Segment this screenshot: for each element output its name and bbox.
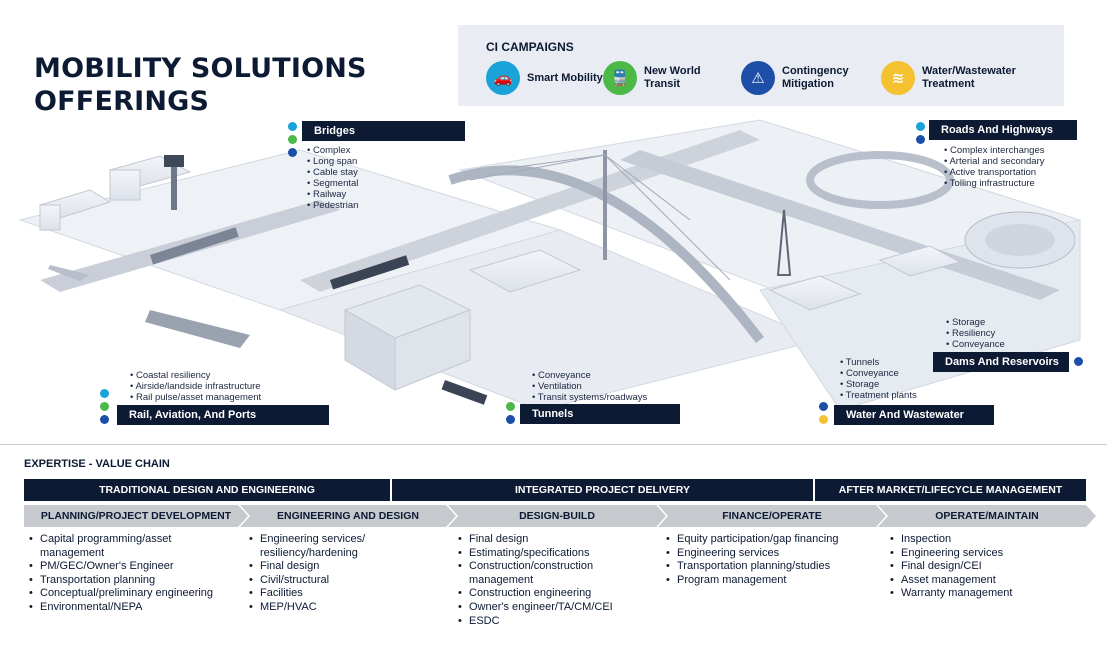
tag-bridges: Bridges	[302, 121, 465, 141]
bridges-campaign-dots	[288, 122, 297, 157]
tag-water-and-wastewater: Water And Wastewater	[834, 405, 994, 425]
rail-campaign-dots	[100, 389, 109, 424]
section-divider	[0, 444, 1107, 445]
warning-icon: ⚠	[741, 61, 775, 95]
page-title: MOBILITY SOLUTIONS OFFERINGS	[34, 53, 367, 117]
column-design-build: Final designEstimating/specificationsCon…	[458, 533, 658, 628]
roads-campaign-dots	[916, 122, 925, 144]
city-infrastructure-illustration	[18, 119, 1082, 411]
tunnels-campaign-dots	[506, 402, 515, 424]
roads-list: Complex interchangesArterial and seconda…	[944, 145, 1044, 189]
campaign-smart-mobility: 🚗 Smart Mobility	[486, 61, 617, 95]
water-waves-icon: ≋	[881, 61, 915, 95]
tunnels-list: ConveyanceVentilationTransit systems/roa…	[532, 370, 647, 403]
tag-dams-and-reservoirs: Dams And Reservoirs	[933, 352, 1069, 372]
tag-roads-and-highways: Roads And Highways	[929, 120, 1077, 140]
stage-finance-operate: FINANCE/OPERATE	[658, 505, 886, 527]
stage-planning: PLANNING/PROJECT DEVELOPMENT	[24, 505, 248, 527]
dams-list: StorageResiliencyConveyance	[946, 317, 1005, 350]
stage-operate-maintain: OPERATE/MAINTAIN	[878, 505, 1096, 527]
stage-design-build: DESIGN-BUILD	[448, 505, 666, 527]
column-finance-operate: Equity participation/gap financingEngine…	[666, 533, 881, 587]
campaign-water-treatment: ≋ Water/Wastewater Treatment	[881, 61, 1032, 95]
stage-engineering-design: ENGINEERING AND DESIGN	[240, 505, 456, 527]
column-operate-maintain: InspectionEngineering servicesFinal desi…	[890, 533, 1090, 601]
water-list: TunnelsConveyance StorageTreatment plant…	[840, 357, 917, 401]
tag-tunnels: Tunnels	[520, 404, 680, 424]
campaign-contingency-mitigation: ⚠ Contingency Mitigation	[741, 61, 872, 95]
campaigns-heading: CI CAMPAIGNS	[486, 40, 574, 54]
dams-campaign-dots	[1074, 357, 1083, 366]
band-integrated-delivery: INTEGRATED PROJECT DELIVERY	[392, 479, 813, 501]
rail-list: Coastal resiliencyAirside/landside infra…	[130, 370, 261, 403]
water-campaign-dots	[819, 402, 828, 424]
campaign-new-world-transit: 🚆 New World Transit	[603, 61, 734, 95]
band-traditional-design: TRADITIONAL DESIGN AND ENGINEERING	[24, 479, 390, 501]
column-engineering-design: Engineering services/ resiliency/hardeni…	[249, 533, 444, 615]
train-icon: 🚆	[603, 61, 637, 95]
expertise-heading: EXPERTISE - VALUE CHAIN	[24, 458, 170, 470]
ci-campaigns-panel: CI CAMPAIGNS 🚗 Smart Mobility 🚆 New Worl…	[458, 25, 1064, 106]
column-planning: Capital programming/asset managementPM/G…	[29, 533, 229, 615]
band-after-market: AFTER MARKET/LIFECYCLE MANAGEMENT	[815, 479, 1086, 501]
tag-rail-aviation-ports: Rail, Aviation, And Ports	[117, 405, 329, 425]
bridges-list: ComplexLong span Cable staySegmental Rai…	[307, 145, 358, 211]
smart-car-icon: 🚗	[486, 61, 520, 95]
